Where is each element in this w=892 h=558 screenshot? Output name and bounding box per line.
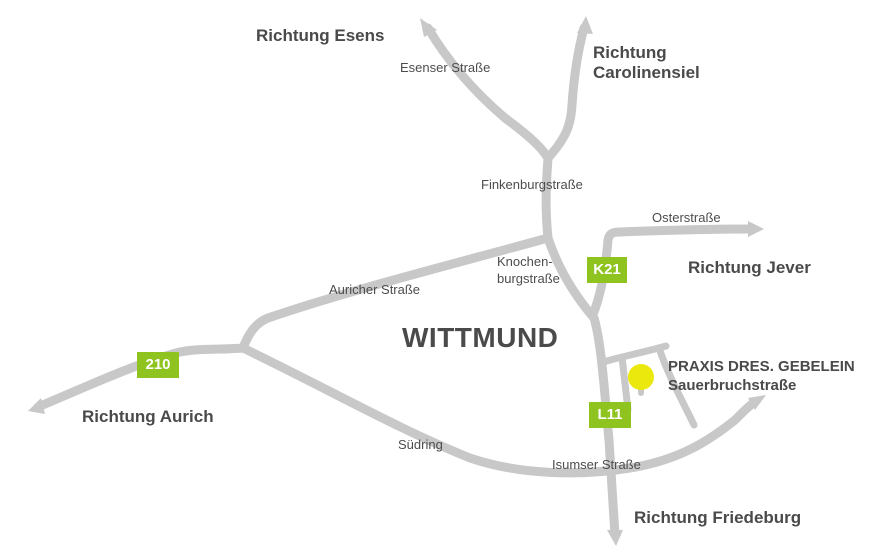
label-esenser-strasse: Esenser Straße	[400, 60, 491, 75]
arrow-south-friedeburg-icon	[607, 530, 623, 546]
road-praxis-link-1	[618, 353, 632, 414]
road-auricher-strasse	[238, 233, 553, 353]
direction-friedeburg: Richtung Friedeburg	[634, 508, 802, 527]
road-suedring	[238, 343, 760, 478]
label-auricher-strasse: Auricher Straße	[329, 282, 421, 297]
city-label: WITTMUND	[402, 322, 559, 353]
arrow-west-aurich-icon	[28, 398, 45, 414]
location-marker-icon[interactable]	[628, 364, 654, 390]
praxis-street: Sauerbruchstraße	[668, 377, 797, 394]
direction-jever: Richtung Jever	[688, 258, 811, 277]
arrow-east-isumser-icon	[748, 395, 766, 410]
road-esenser-strasse	[423, 23, 553, 163]
badge-b210: 210	[137, 352, 179, 378]
arrow-north-carolinensiel-icon	[577, 16, 593, 34]
direction-carolinensiel-line1: Richtung	[593, 43, 667, 62]
road-finkenburgstrasse	[541, 153, 620, 540]
arrow-east-jever-icon	[748, 221, 764, 237]
label-finkenburgstrasse: Finkenburgstraße	[481, 177, 583, 192]
label-isumser-strasse: Isumser Straße	[552, 457, 641, 472]
direction-aurich: Richtung Aurich	[82, 407, 214, 426]
direction-esens: Richtung Esens	[256, 26, 385, 45]
label-osterstrasse: Osterstraße	[652, 210, 721, 225]
label-knochenburgstrasse-line1: Knochen-	[497, 254, 553, 269]
direction-carolinensiel-line2: Carolinensiel	[593, 63, 700, 82]
label-knochenburgstrasse-line2: burgstraße	[497, 271, 560, 286]
road-carolinensiel	[543, 23, 589, 163]
praxis-name: PRAXIS DRES. GEBELEIN	[668, 358, 855, 375]
road-praxis-link-2	[655, 344, 698, 429]
arrow-north-esens-icon	[420, 18, 437, 37]
location-marker-stem	[638, 388, 644, 396]
badge-k21: K21	[587, 257, 627, 283]
badge-l11: L11	[589, 402, 631, 428]
label-suedring: Südring	[398, 437, 443, 452]
